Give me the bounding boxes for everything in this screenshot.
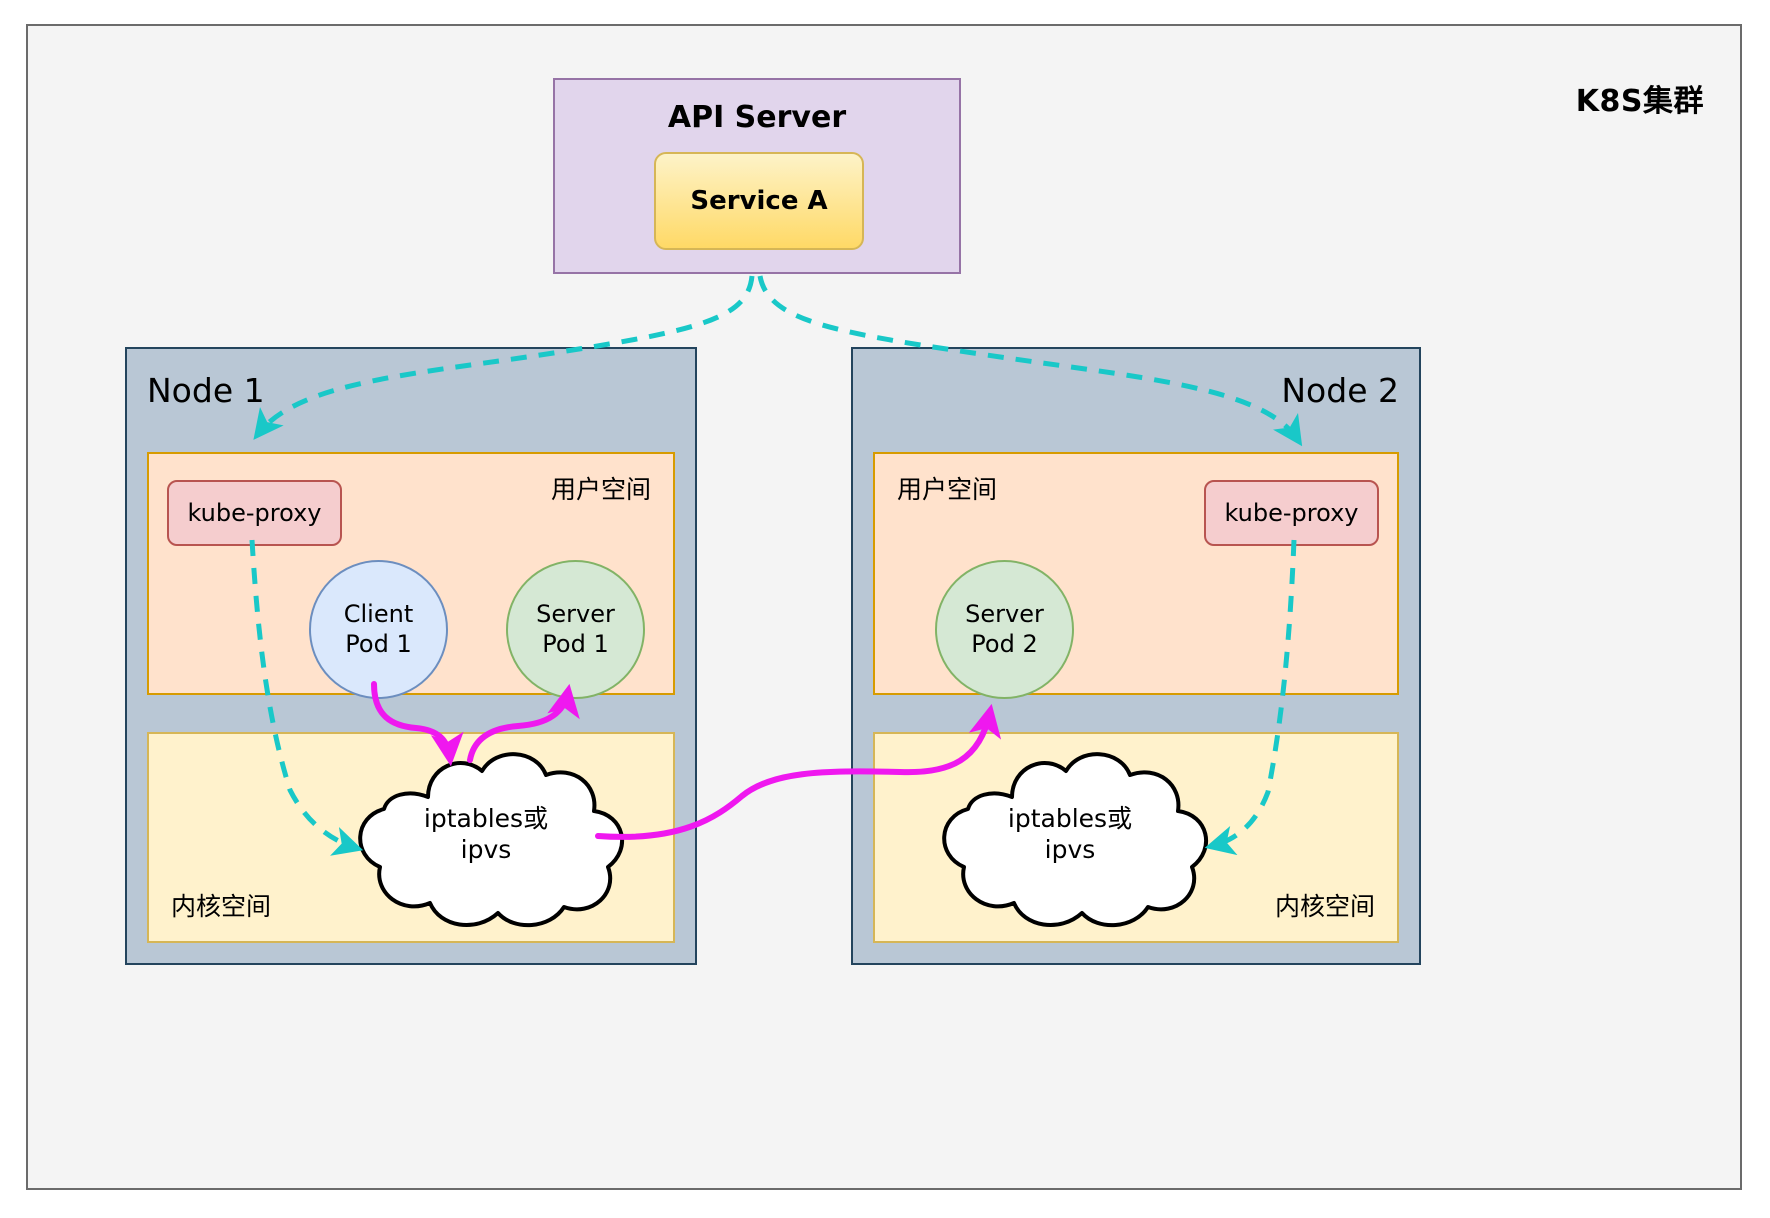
cluster-title: K8S集群	[1575, 84, 1704, 119]
pod-label-line1: Server	[965, 600, 1044, 629]
node-1-user-space: 用户空间 kube-proxy Client Pod 1 Server Pod …	[147, 452, 675, 699]
node-1-kube-proxy[interactable]: kube-proxy	[167, 480, 342, 546]
node-1-client-pod[interactable]: Client Pod 1	[309, 560, 448, 699]
node-2-user-space-label: 用户空间	[897, 475, 998, 504]
service-a-box[interactable]: Service A	[654, 152, 864, 250]
node-1-iptables-cloud[interactable]: iptables或 ipvs	[336, 737, 636, 937]
node-2-user-space: 用户空间 kube-proxy Server Pod 2	[873, 452, 1399, 699]
api-server-box: API Server Service A	[553, 78, 961, 274]
node-2-title: Node 2	[1281, 371, 1399, 410]
pod-label-line2: Pod 1	[345, 629, 412, 658]
node-1-title: Node 1	[147, 371, 265, 410]
pod-label-line2: Pod 2	[971, 629, 1038, 658]
node-1-kernel-space-label: 内核空间	[171, 892, 272, 921]
node-2-server-pod[interactable]: Server Pod 2	[935, 560, 1074, 699]
node-2-kube-proxy[interactable]: kube-proxy	[1204, 480, 1379, 546]
node-2-kernel-space-label: 内核空间	[1274, 892, 1375, 921]
node-2-iptables-cloud[interactable]: iptables或 ipvs	[920, 737, 1220, 937]
node-1-user-space-label: 用户空间	[550, 475, 651, 504]
pod-label-line1: Client	[343, 600, 414, 629]
pod-label-line1: Server	[536, 600, 615, 629]
node-1-server-pod[interactable]: Server Pod 1	[506, 560, 645, 699]
pod-label-line2: Pod 1	[542, 629, 609, 658]
api-server-title: API Server	[667, 100, 847, 135]
